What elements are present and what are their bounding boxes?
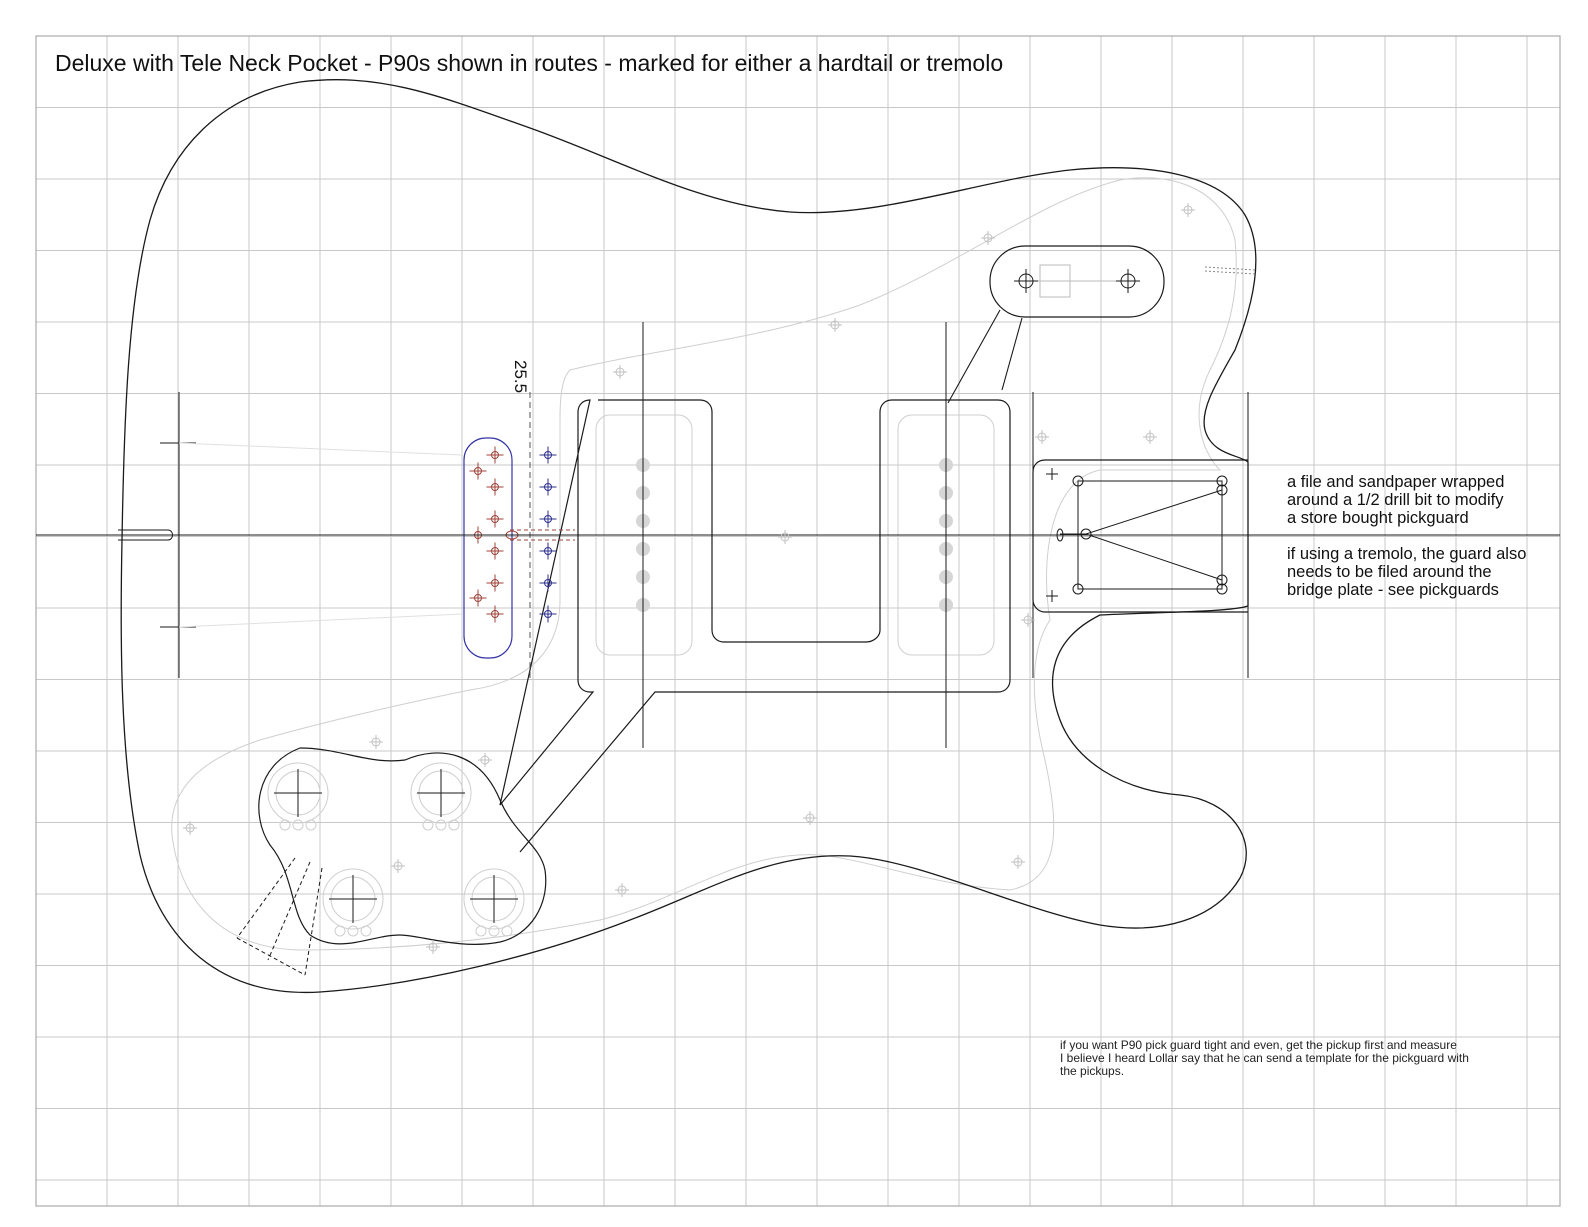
switch-detail: [1030, 264, 1120, 298]
p90-guard-note: if you want P90 pick guard tight and eve…: [1060, 1039, 1469, 1078]
grid: [35, 35, 1560, 1206]
screw-mark: [981, 231, 995, 245]
screw-hole: [1216, 484, 1228, 496]
note-line: a store bought pickguard: [1287, 509, 1469, 527]
note-line: bridge plate - see pickguards: [1287, 581, 1499, 599]
switch-screw-right-icon: [1116, 269, 1140, 293]
screw-hole: [1216, 583, 1228, 595]
screw-hole: [1072, 475, 1084, 487]
screw-mark: [1143, 430, 1157, 444]
ferrule-icon: [469, 462, 487, 480]
switch-screw-left-icon: [1014, 269, 1038, 293]
screw-mark: [828, 318, 842, 332]
note-line: I believe I heard Lollar say that he can…: [1060, 1051, 1469, 1065]
pot-icon: [267, 762, 329, 831]
control-cavity: [258, 747, 547, 945]
screw-hole: [1080, 528, 1092, 540]
note-line: if you want P90 pick guard tight and eve…: [1060, 1038, 1457, 1052]
ferrule-icon: [539, 574, 557, 592]
ferrule-icon: [486, 446, 504, 464]
page-title: Deluxe with Tele Neck Pocket - P90s show…: [55, 50, 1004, 76]
note-line: if using a tremolo, the guard also: [1287, 545, 1527, 563]
pickup-route: [499, 399, 1011, 853]
scale-length-label: 25.5: [511, 360, 530, 394]
screw-hole: [1072, 583, 1084, 595]
ferrule-icon: [486, 510, 504, 528]
ferrule-route: [463, 437, 513, 659]
jack-channel: [236, 857, 323, 976]
ferrule-icon: [486, 478, 504, 496]
note-line: around a 1/2 drill bit to modify: [1287, 491, 1504, 509]
ferrule-icon: [486, 574, 504, 592]
note-line: a file and sandpaper wrapped: [1287, 473, 1505, 491]
screw-mark: [183, 821, 197, 835]
body-outline: [120, 79, 1257, 994]
ferrule-icon: [539, 542, 557, 560]
screw-mark: [426, 940, 440, 954]
pot-icon: [322, 868, 384, 937]
ferrule-icon: [539, 446, 557, 464]
string-ferrules: [469, 446, 557, 623]
screw-mark: [803, 811, 817, 825]
pickguard-outline: [171, 177, 1237, 951]
screw-mark: [369, 735, 383, 749]
grid-border: [35, 35, 1561, 1207]
screw-mark: [778, 530, 792, 544]
pot-icon: [410, 762, 472, 831]
screw-mark: [613, 365, 627, 379]
pickguard-screws: [183, 203, 1195, 954]
ferrule-icon: [539, 605, 557, 623]
ferrule-icon: [539, 478, 557, 496]
screw-mark: [1181, 203, 1195, 217]
switch-route: [989, 245, 1165, 318]
note-line: needs to be filed around the: [1287, 563, 1492, 581]
note-line: the pickups.: [1060, 1064, 1125, 1078]
screw-mark: [478, 753, 492, 767]
control-pots: [267, 762, 525, 937]
pickguard-modification-note: a file and sandpaper wrapped around a 1/…: [1287, 473, 1504, 527]
screw-mark: [615, 883, 629, 897]
screw-hole: [1216, 475, 1228, 487]
switch-channel: [947, 309, 1023, 404]
screw-mark: [1021, 613, 1035, 627]
screw-mark: [1035, 430, 1049, 444]
pot-icon: [463, 868, 525, 937]
screw-mark: [391, 859, 405, 873]
string-lines: [178, 442, 463, 628]
ferrule-hole-detail: [510, 529, 575, 541]
ferrule-icon: [486, 542, 504, 560]
strap-channel: [1204, 266, 1256, 275]
screw-mark: [1011, 855, 1025, 869]
ferrule-icon: [486, 605, 504, 623]
tremolo-note: if using a tremolo, the guard also needs…: [1287, 545, 1526, 599]
ferrule-icon: [469, 589, 487, 607]
screw-hole: [1216, 574, 1228, 586]
ferrule-icon: [539, 510, 557, 528]
